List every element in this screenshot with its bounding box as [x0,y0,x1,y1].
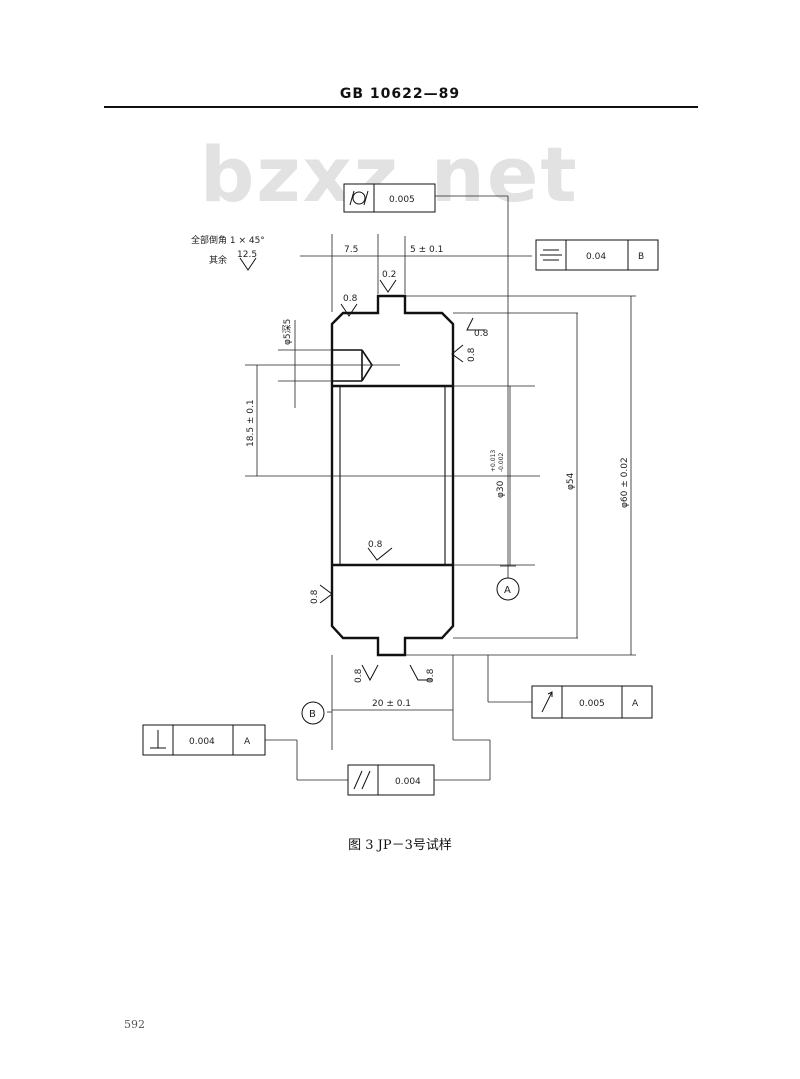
cylindricity-icon [349,190,369,206]
rest-roughness-value: 12.5 [237,250,257,260]
roughness-0.8-top: 0.8 [343,294,358,304]
dim-18.5: 18.5 ± 0.1 [246,399,256,447]
symmetry-icon [540,249,562,261]
tol-frame-5-value: 0.004 [395,777,421,787]
figure-caption: 图 3 JP－3号试样 [348,838,452,853]
dim-7.5: 7.5 [344,245,358,255]
page-number: 592 [124,1018,145,1031]
tolerance-frames [142,183,659,796]
datum-markers [301,577,520,725]
dim-phi54: φ54 [566,472,576,490]
roughness-0.2: 0.2 [382,270,396,280]
roughness-0.8-right: 0.8 [467,347,477,362]
perpendicularity-icon [150,730,166,749]
parallelism-icon [353,770,371,790]
part-outline [330,294,455,657]
tol-frame-3-value: 0.005 [579,699,605,709]
tol-frame-3-datum: A [632,699,639,709]
roughness-0.8-bore: 0.8 [368,540,383,550]
tol-frame-4-datum: A [244,737,251,747]
tol-frame-2-value: 0.04 [586,252,606,262]
tol-frame-4-value: 0.004 [189,737,215,747]
roughness-0.8-bottom-right: 0.8 [426,668,436,683]
tol-frame-1-value: 0.005 [389,195,415,205]
dim-phi30: φ30 [496,480,506,498]
chamfer-note: 全部倒角 1 × 45° [191,234,265,246]
header-rule [104,106,698,108]
runout-icon [541,691,553,713]
dim-20: 20 ± 0.1 [372,699,411,709]
roughness-0.8-right-top: 0.8 [474,329,489,339]
standard-header: GB 10622—89 [339,86,461,102]
dim-phi30-tol-lower: -0.002 [498,452,505,472]
datum-a-label: A [504,585,511,596]
tol-frame-2-datum: B [638,252,644,262]
hole-feature [332,349,373,382]
datum-b-label: B [309,709,316,720]
dimension-lines [245,195,636,781]
roughness-symbols [239,257,485,682]
dim-phi30-tol-upper: +0.013 [490,450,497,472]
dim-5: 5 ± 0.1 [410,245,443,255]
roughness-0.8-bottom-left: 0.8 [354,668,364,683]
roughness-0.8-left: 0.8 [310,589,320,604]
rest-label: 其余 [209,254,227,266]
tolerance-icons [150,190,562,790]
bore-lines [339,386,446,565]
dim-hole: φ5深5 [282,319,293,345]
dim-phi60: φ60 ± 0.02 [620,457,630,508]
